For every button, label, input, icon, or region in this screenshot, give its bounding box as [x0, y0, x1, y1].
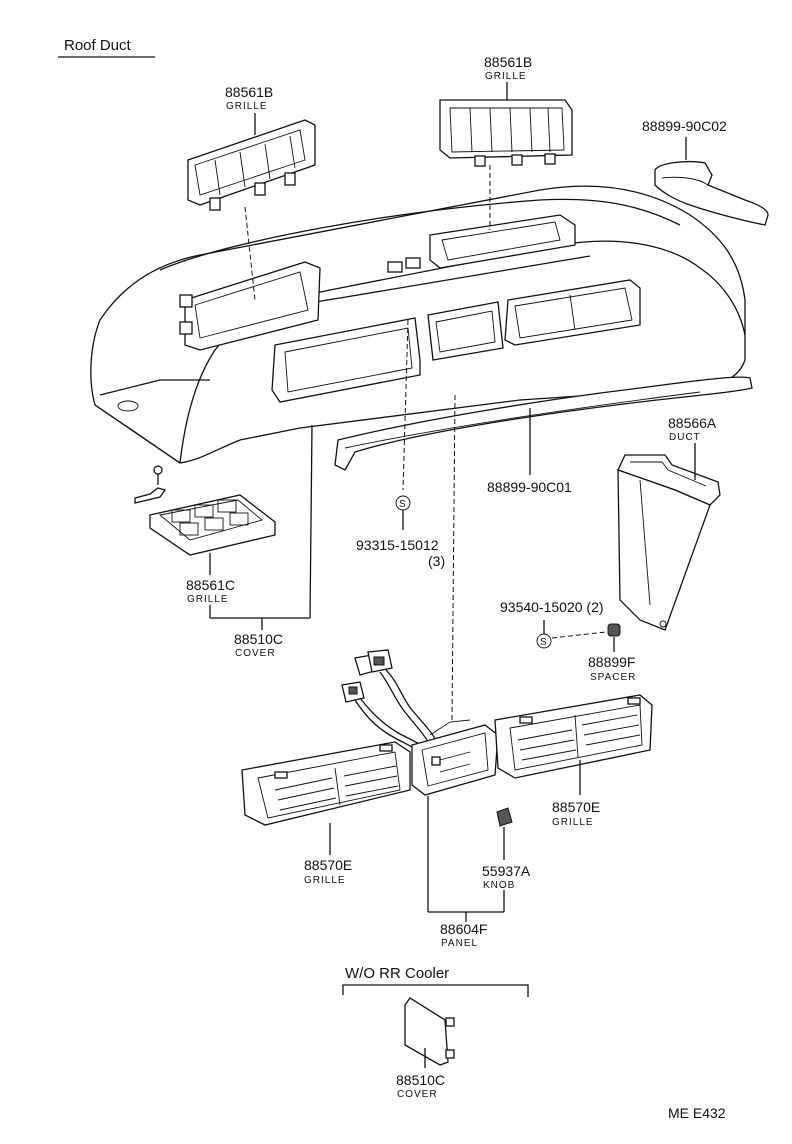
- grille-lower-left-number: 88570E: [304, 857, 352, 873]
- screw-right-number: 93540-15020 (2): [500, 599, 604, 615]
- cover-main-number: 88510C: [234, 631, 283, 647]
- grille-top-right-number: 88561B: [484, 54, 532, 70]
- cover-wo-name: COVER: [397, 1089, 438, 1100]
- molding-lower-number: 88899-90C01: [487, 479, 572, 495]
- panel-name: PANEL: [441, 938, 478, 949]
- screw-left-symbol: S: [399, 499, 406, 510]
- spacer-name: SPACER: [590, 672, 636, 683]
- grille-lower-right-drawing: [494, 694, 653, 779]
- cover-wo-number: 88510C: [396, 1072, 445, 1088]
- grille-lower-left-drawing: [241, 741, 411, 826]
- grille-top-right-name: GRILLE: [485, 71, 527, 82]
- grille-small-name: GRILLE: [187, 594, 229, 605]
- roof-duct-cover-drawing: [90, 185, 746, 464]
- grille-top-right-drawing: [439, 99, 573, 167]
- molding-lower-drawing: [334, 376, 753, 471]
- grille-small-number: 88561C: [186, 577, 235, 593]
- cover-main-name: COVER: [235, 648, 276, 659]
- panel-number: 88604F: [440, 921, 487, 937]
- grille-lower-right-name: GRILLE: [552, 817, 594, 828]
- grille-small-drawing: [134, 465, 276, 556]
- wo-section-bracket: [342, 984, 529, 997]
- screw-left-qty: (3): [428, 553, 445, 569]
- knob-drawing: [496, 807, 513, 827]
- grille-top-left-drawing: [187, 119, 316, 211]
- molding-upper-drawing: [654, 161, 769, 226]
- knob-name: KNOB: [483, 880, 515, 891]
- spacer-drawing: [607, 623, 621, 637]
- duct-number: 88566A: [668, 415, 717, 431]
- molding-upper-number: 88899-90C02: [642, 118, 727, 134]
- wo-section-title: W/O RR Cooler: [345, 965, 449, 982]
- cover-wo-drawing: [404, 997, 455, 1066]
- grille-lower-left-name: GRILLE: [304, 875, 346, 886]
- panel-drawing: [411, 719, 499, 796]
- duct-drawing: [617, 454, 721, 631]
- screw-right-symbol: S: [540, 637, 547, 648]
- grille-lower-right-number: 88570E: [552, 799, 600, 815]
- grille-top-left-name: GRILLE: [226, 101, 268, 112]
- leader-screw-left-dash: [402, 319, 409, 491]
- harness-drawing: [341, 649, 438, 753]
- leader-screw-spacer: [551, 631, 607, 639]
- leader-screw-left-down: [451, 394, 456, 721]
- leader-cover-c: [309, 424, 313, 619]
- knob-number: 55937A: [482, 863, 531, 879]
- duct-name: DUCT: [669, 432, 701, 443]
- screw-left-number: 93315-15012: [356, 537, 439, 553]
- grille-top-left-number: 88561B: [225, 84, 273, 100]
- diagram-code: ME E432: [668, 1105, 726, 1121]
- section-title: Roof Duct: [64, 37, 132, 54]
- spacer-number: 88899F: [588, 654, 635, 670]
